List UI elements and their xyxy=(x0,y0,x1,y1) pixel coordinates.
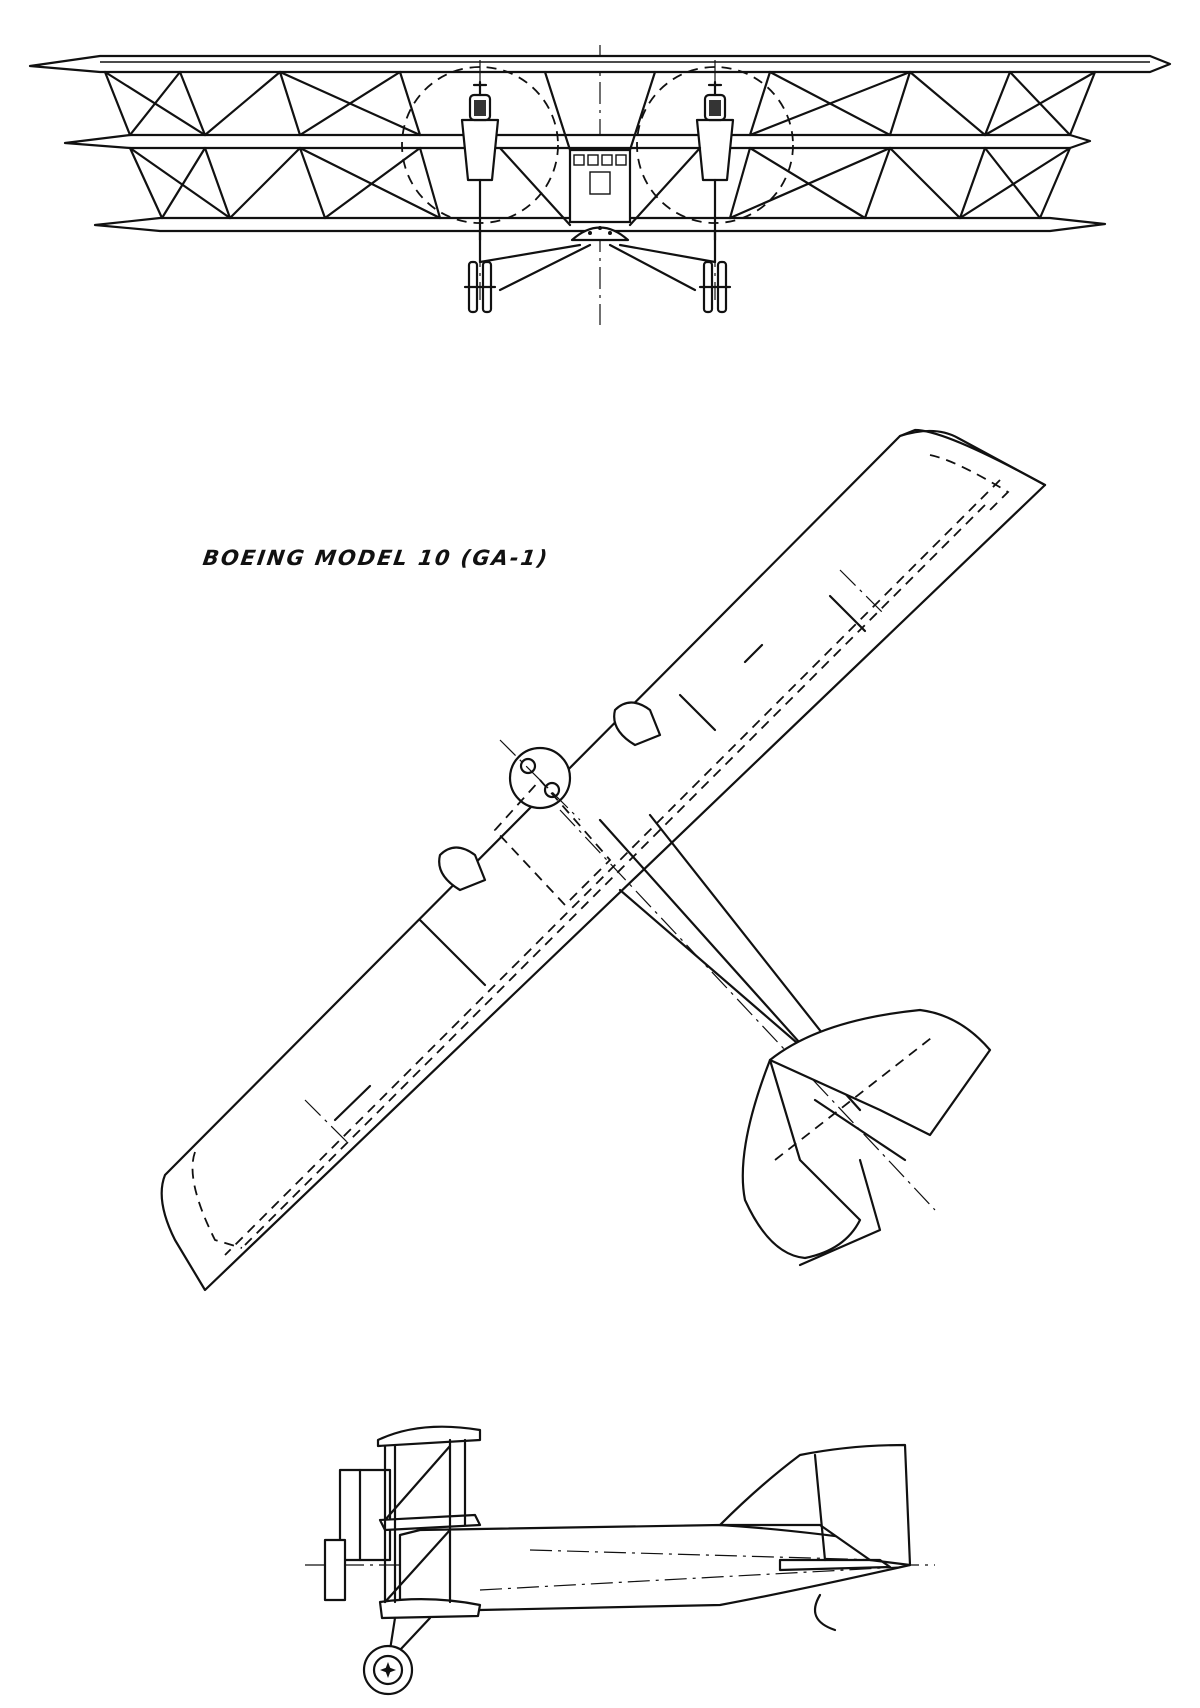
side-view xyxy=(305,1425,935,1696)
drawing-title: BOEING MODEL 10 (GA-1) xyxy=(201,546,551,570)
landing-gear-front xyxy=(463,229,732,314)
fuselage-front xyxy=(568,148,632,242)
top-view-tail xyxy=(741,1008,992,1267)
top-view-engines xyxy=(438,701,662,892)
front-view xyxy=(28,45,1172,325)
side-landing-gear xyxy=(362,1616,432,1696)
top-view xyxy=(160,428,1047,1292)
left-engine-nacelle xyxy=(460,80,500,242)
right-engine-nacelle xyxy=(695,80,735,242)
